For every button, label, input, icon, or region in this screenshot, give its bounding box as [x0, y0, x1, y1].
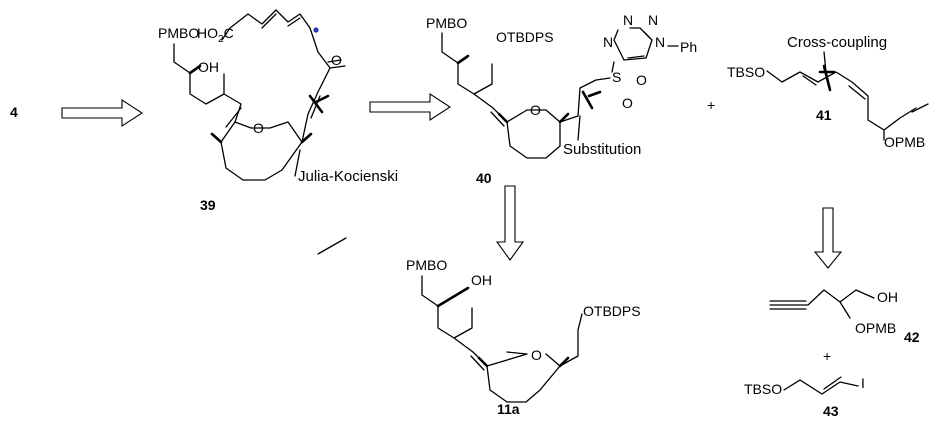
c43-iodo-label: I: [861, 375, 865, 391]
c42-opmb-label: OPMB: [855, 320, 896, 336]
c42-compound-number: 42: [904, 329, 920, 345]
c40-skeleton: [441, 27, 679, 159]
compound-43: TBSO I 43: [744, 375, 865, 419]
c11a-otbdps-label: OTBDPS: [583, 303, 641, 319]
c39-julia-pointer: [294, 149, 301, 177]
c40-compound-number: 40: [476, 170, 492, 186]
retro-arrow-4-to-39: [61, 98, 144, 128]
c41-skeleton: [766, 70, 917, 141]
c39-wedge-ring-right: [300, 132, 313, 144]
c42-triple-bond: [769, 300, 807, 310]
c42-oh-label: OH: [877, 289, 898, 305]
c40-wedge-otbdps: [456, 54, 470, 65]
c40-double-bonds: [490, 31, 651, 127]
c39-wedge-oh: [188, 64, 202, 75]
compound-42: OH OPMB 42: [769, 289, 920, 345]
retro-arrow-39-to-40: [369, 92, 452, 122]
c42-skeleton: [769, 289, 875, 319]
compound-39: PMBO HO2C OH O O Julia-Kocienski 39: [158, 9, 398, 213]
c39-skeleton: [173, 9, 346, 181]
c40-sulfonyl-o1: O: [636, 72, 647, 88]
c39-ketone-oxygen: O: [331, 52, 342, 68]
c41-tbso-label: TBSO: [727, 64, 765, 80]
c40-wedge-ring-right: [558, 112, 570, 124]
c11a-oh-label: OH: [471, 272, 492, 288]
stray-bond-mark: [317, 237, 347, 255]
c39-oh-label: OH: [198, 59, 219, 75]
c40-disconnection-label: Substitution: [563, 141, 641, 158]
c40-otbdps-label: OTBDPS: [496, 29, 554, 45]
c40-tetrazole-n3: N: [603, 34, 613, 50]
c43-compound-number: 43: [823, 403, 839, 419]
c40-sulfur: S: [612, 69, 621, 85]
c41-disconnection-mark: [818, 64, 836, 92]
c41-compound-number: 41: [816, 107, 832, 123]
compound-41: Cross-coupling TBSO OPMB 41: [727, 34, 929, 150]
c11a-ring-oxygen: O: [531, 347, 542, 363]
retro-arrow-40-to-11a: [495, 185, 525, 261]
c43-skeleton: [783, 379, 859, 395]
c40-phenyl: Ph: [680, 39, 697, 55]
c39-pmbo-label: PMBO: [158, 25, 199, 41]
c41-disconnection-label: Cross-coupling: [787, 34, 887, 51]
c11a-pmbo-label: PMBO: [406, 257, 447, 273]
c11a-compound-number: 11a: [497, 401, 520, 417]
c40-tetrazole-n1: N: [623, 12, 633, 28]
c40-sulfonyl-o2: O: [622, 95, 633, 111]
c40-tetrazole-n2: N: [648, 12, 658, 28]
c39-compound-number: 39: [200, 197, 216, 213]
c40-pmbo-label: PMBO: [426, 15, 467, 31]
c11a-wedge-ring-right: [558, 356, 570, 368]
compound-11a: PMBO OH OTBDPS O 11a: [406, 257, 641, 417]
c39-disconnection-label: Julia-Kocienski: [298, 168, 398, 185]
c39-double-bonds: [225, 13, 342, 128]
compound-40: PMBO OTBDPS O S O O N N N N Ph Substitut…: [426, 12, 697, 186]
c11a-skeleton: [421, 275, 583, 403]
compound-4-label: 4: [10, 104, 18, 120]
c40-disconnection-mark: [581, 90, 602, 110]
c41-double-bonds: [802, 75, 929, 113]
c39-disconnection-mark: [308, 94, 330, 114]
c43-double-bond: [823, 376, 842, 390]
c40-wedge-ring-left: [497, 112, 509, 124]
c40-tetrazole-n4: N: [655, 34, 665, 50]
c40-substitution-pointer: [577, 115, 581, 141]
c39-ho2c-label: HO2C: [197, 25, 234, 45]
plus-40-41: +: [707, 97, 715, 113]
plus-42-43: +: [823, 348, 831, 364]
c11a-double-bonds: [470, 355, 485, 371]
c11a-wedge-oh: [436, 286, 470, 308]
c41-opmb-label: OPMB: [884, 134, 925, 150]
c43-tbso-label: TBSO: [744, 381, 782, 397]
c41-cross-coupling-pointer: [823, 51, 827, 73]
c39-wedge-ring-left: [210, 132, 223, 144]
c11a-wedge-ring-left: [477, 356, 489, 368]
c39-stereo-dot: [313, 27, 319, 33]
retro-arrow-41-to-42-43: [813, 207, 843, 269]
